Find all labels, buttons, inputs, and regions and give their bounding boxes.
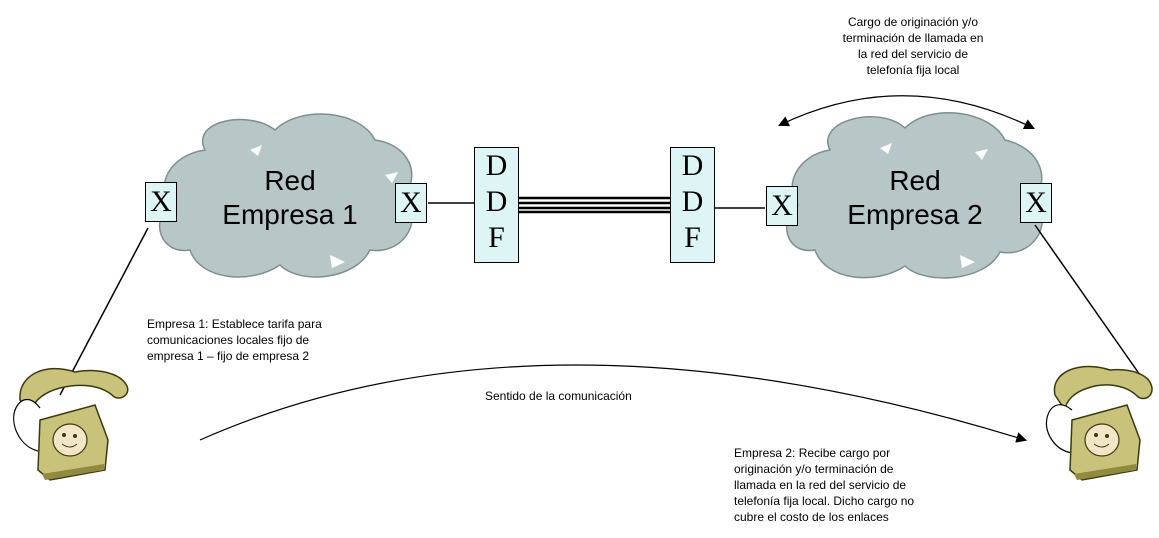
exchange-node-1: X bbox=[145, 182, 177, 222]
empresa-1-note: Empresa 1: Establece tarifa para comunic… bbox=[147, 316, 377, 364]
empresa-2-note-line: originación y/o terminación de bbox=[734, 462, 894, 476]
empresa-2-note-line: llamada en la red del servicio de bbox=[734, 478, 907, 492]
empresa-1-note-line: comunicaciones locales fijo de bbox=[147, 333, 310, 347]
network-1-title: Red Empresa 1 bbox=[205, 164, 375, 232]
charge-note: Cargo de originación y/o terminación de … bbox=[808, 14, 1018, 78]
ddf-right-letter: F bbox=[684, 221, 701, 254]
ddf-right-letter: D bbox=[681, 185, 704, 218]
charge-note-line: la red del servicio de bbox=[857, 47, 969, 61]
direction-arc-arrow bbox=[199, 364, 1028, 443]
exchange-node-4: X bbox=[1020, 183, 1052, 223]
ddf-right: D D F bbox=[670, 147, 715, 263]
network-1-title-line2: Empresa 1 bbox=[222, 199, 358, 230]
charge-note-line: telefonía fija local bbox=[866, 63, 960, 77]
empresa-1-note-line: empresa 1 – fijo de empresa 2 bbox=[147, 349, 310, 363]
charge-arc-arrow bbox=[778, 95, 1035, 130]
ddf-left-letter: F bbox=[488, 221, 505, 254]
empresa-2-note-line: Empresa 2: Recibe cargo por bbox=[734, 446, 891, 460]
exchange-node-3: X bbox=[766, 186, 798, 226]
network-2-title: Red Empresa 2 bbox=[830, 164, 1000, 232]
network-2-title-line1: Red bbox=[889, 165, 941, 196]
telephone-left-icon bbox=[13, 367, 129, 481]
empresa-2-note-line: telefonía fija local. Dicho cargo no bbox=[734, 494, 915, 508]
empresa-2-note: Empresa 2: Recibe cargo por originación … bbox=[734, 445, 984, 525]
empresa-1-note-line: Empresa 1: Establece tarifa para bbox=[147, 317, 322, 331]
charge-note-line: terminación de llamada en bbox=[842, 31, 984, 45]
direction-label: Sentido de la comunicación bbox=[485, 389, 632, 403]
cloud-empresa-2 bbox=[785, 112, 1043, 279]
trunk-link bbox=[519, 196, 670, 214]
cloud-empresa-1 bbox=[159, 113, 413, 278]
charge-note-line: Cargo de originación y/o bbox=[847, 15, 979, 29]
exchange-node-2: X bbox=[395, 183, 427, 223]
ddf-left: D D F bbox=[474, 147, 519, 263]
ddf-left-letter: D bbox=[485, 149, 508, 182]
line-phone-right bbox=[1034, 224, 1141, 376]
ddf-left-letter: D bbox=[485, 185, 508, 218]
line-phone-left bbox=[59, 227, 149, 396]
network-2-title-line2: Empresa 2 bbox=[847, 199, 983, 230]
ddf-right-letter: D bbox=[681, 149, 704, 182]
network-1-title-line1: Red bbox=[264, 165, 316, 196]
empresa-2-note-line: cubre el costo de los enlaces bbox=[734, 510, 889, 524]
telephone-right-icon bbox=[1045, 365, 1153, 481]
